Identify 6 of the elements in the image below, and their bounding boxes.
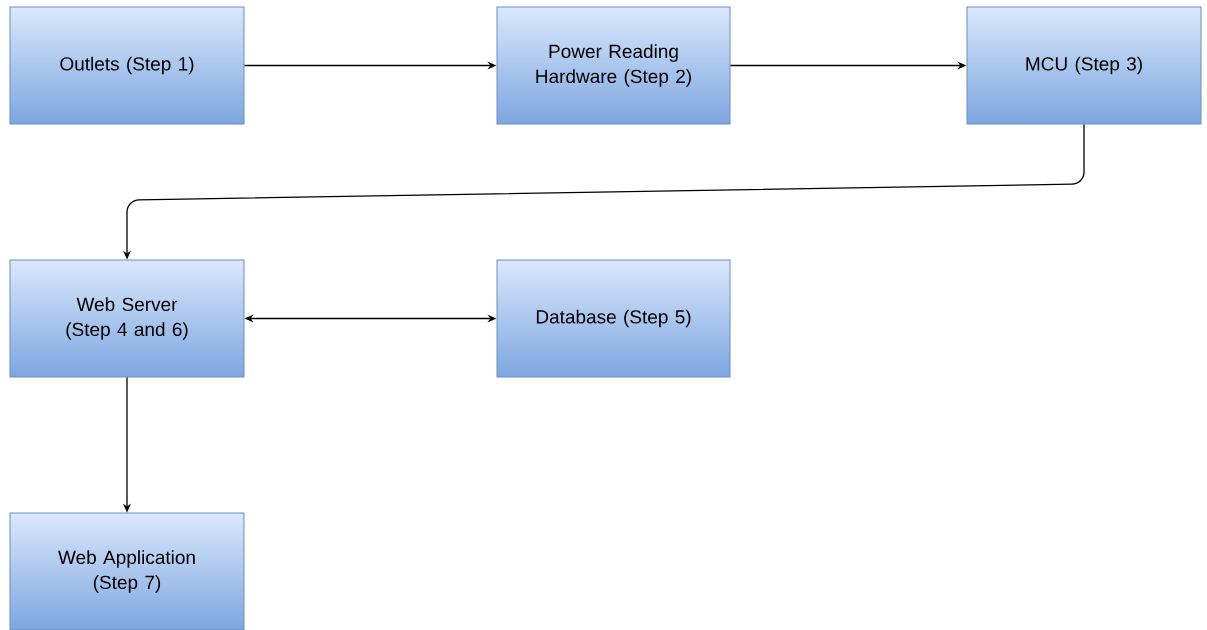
process-box: Web Server (Step 4 and 6) (9, 259, 245, 378)
process-box: Power Reading Hardware (Step 2) (496, 6, 731, 125)
process-box: Web Application (Step 7) (9, 512, 245, 630)
process-box: Outlets (Step 1) (9, 6, 245, 125)
process-box: Database (Step 5) (496, 259, 731, 378)
process-box: MCU (Step 3) (966, 6, 1202, 125)
